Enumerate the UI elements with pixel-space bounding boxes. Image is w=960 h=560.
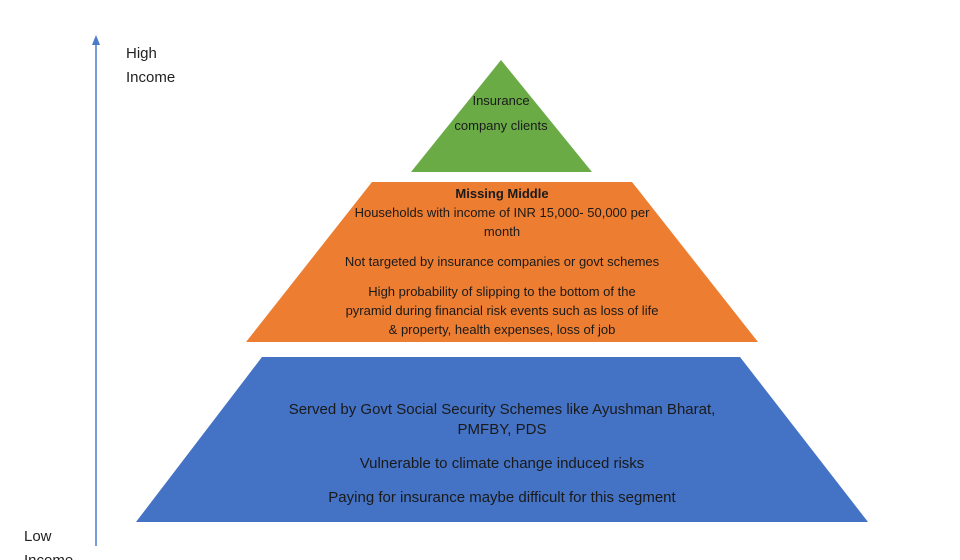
top-tier-shape: [411, 60, 592, 172]
middle-tier-line: month: [483, 224, 521, 239]
axis-arrowhead: [92, 35, 100, 45]
middle-tier-text: Missing Middle Households with income of…: [310, 184, 694, 339]
missing-middle-heading: Missing Middle: [455, 186, 549, 201]
high-income-label: High Income: [126, 42, 175, 90]
middle-tier-paragraph: High probability of slipping to the bott…: [310, 282, 694, 339]
middle-tier-line: pyramid during financial risk events suc…: [345, 303, 659, 318]
low-income-label: Low Income: [24, 525, 73, 560]
bottom-tier-line: Served by Govt Social Security Schemes l…: [288, 401, 716, 418]
high-income-label-line1: High: [126, 45, 157, 62]
middle-tier-line: & property, health expenses, loss of job: [388, 322, 616, 337]
bottom-tier-paragraph: Vulnerable to climate change induced ris…: [218, 454, 786, 474]
middle-tier-paragraph: Households with income of INR 15,000- 50…: [310, 203, 694, 241]
top-tier-line: Insurance: [472, 93, 530, 108]
bottom-tier-line: PMFBY, PDS: [457, 421, 547, 438]
low-income-label-line2: Income: [24, 549, 73, 560]
bottom-tier-line: Vulnerable to climate change induced ris…: [359, 455, 645, 472]
bottom-tier-line: Paying for insurance maybe difficult for…: [328, 489, 676, 506]
bottom-tier-paragraph: Paying for insurance maybe difficult for…: [218, 488, 786, 508]
bottom-tier-paragraph: Served by Govt Social Security Schemes l…: [218, 400, 786, 440]
top-tier-line: company clients: [454, 118, 548, 133]
middle-tier-paragraph: Not targeted by insurance companies or g…: [310, 252, 694, 271]
high-income-label-line2: Income: [126, 69, 176, 86]
middle-tier-line: Households with income of INR 15,000- 50…: [354, 205, 650, 220]
low-income-label-line1: Low: [24, 528, 52, 545]
middle-tier-line: Not targeted by insurance companies or g…: [344, 254, 660, 269]
bottom-tier-shape: [136, 357, 868, 522]
middle-tier-shape: [246, 182, 758, 342]
top-tier-text: Insurance company clients: [430, 88, 572, 138]
middle-tier-line: High probability of slipping to the bott…: [368, 284, 636, 299]
bottom-tier-text: Served by Govt Social Security Schemes l…: [218, 400, 786, 508]
